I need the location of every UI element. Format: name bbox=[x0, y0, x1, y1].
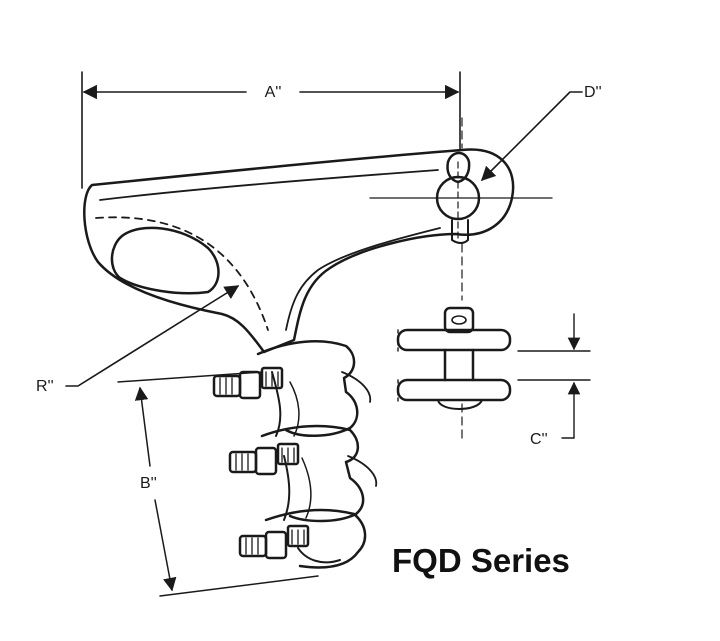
side-view-clevis bbox=[396, 306, 512, 410]
dimension-b bbox=[117, 371, 319, 597]
u-bolt-3 bbox=[238, 524, 310, 560]
radius-arc bbox=[95, 216, 269, 331]
dimension-r-leader bbox=[65, 285, 240, 387]
keeper-body bbox=[256, 340, 378, 569]
label-c: C'' bbox=[530, 431, 548, 448]
clamp-body bbox=[83, 148, 515, 354]
body-cutout bbox=[110, 226, 220, 295]
label-d: D'' bbox=[584, 84, 602, 101]
label-b: B'' bbox=[140, 475, 157, 492]
u-bolt-2 bbox=[228, 442, 300, 476]
series-title: FQD Series bbox=[392, 542, 570, 579]
dimension-c bbox=[517, 313, 591, 439]
label-r: R'' bbox=[36, 378, 54, 395]
dimension-a bbox=[81, 71, 461, 189]
dimension-d-leader bbox=[480, 91, 583, 182]
label-a: A'' bbox=[265, 84, 282, 101]
u-bolt-1 bbox=[212, 366, 284, 400]
